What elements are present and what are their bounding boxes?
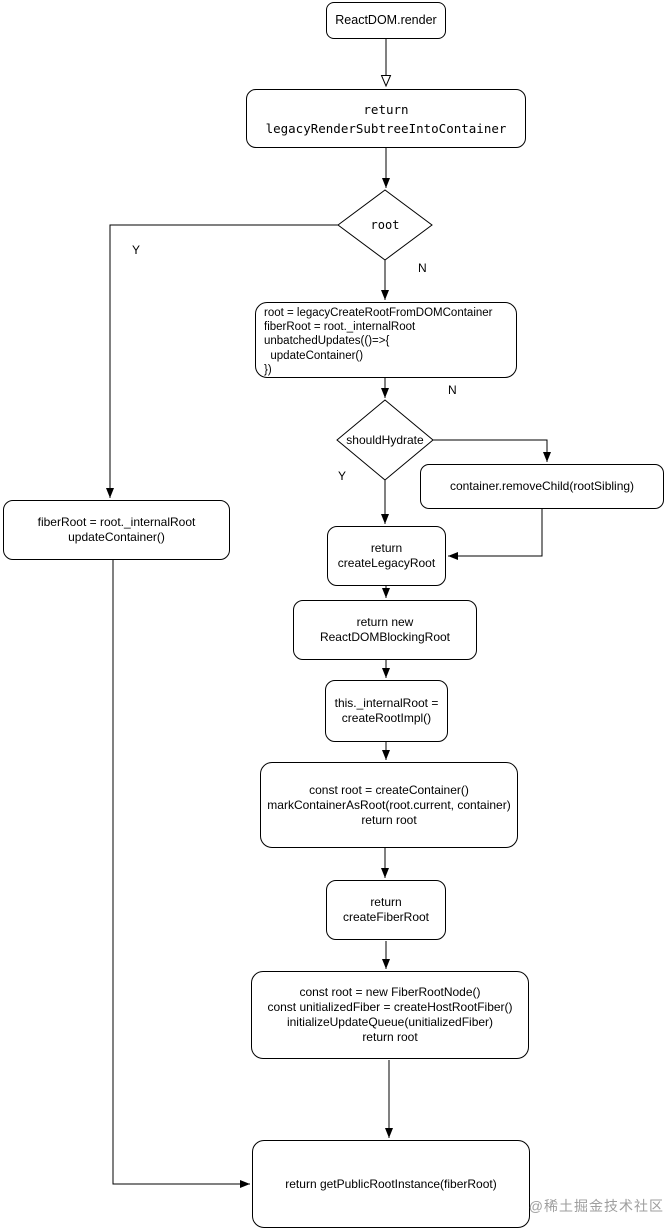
watermark: @稀土掘金技术社区 xyxy=(528,1198,664,1214)
node-create-legacy-root: return createLegacyRoot xyxy=(327,526,446,586)
node-react-dom-blocking-root: return new ReactDOMBlockingRoot xyxy=(293,600,477,660)
edge-updatecontainer-to-getpublicroot xyxy=(112,560,250,1188)
edge-hydrate-no xyxy=(433,439,551,462)
node-legacy-render-subtree: return legacyRenderSubtreeIntoContainer xyxy=(246,89,526,148)
edge-removechild-to-createlegacy xyxy=(448,509,543,560)
node-get-public-root-instance: return getPublicRootInstance(fiberRoot) xyxy=(252,1140,530,1228)
edge-label-root-yes: Y xyxy=(131,243,142,257)
should-hydrate-diamond xyxy=(336,399,434,481)
node-container-remove-child: container.removeChild(rootSibling) xyxy=(420,464,664,509)
node-reactdom-render: ReactDOM.render xyxy=(326,2,446,39)
node-update-container: fiberRoot = root._internalRoot updateCon… xyxy=(3,500,230,560)
node-create-root-impl: this._internalRoot = createRootImpl() xyxy=(325,680,448,742)
edge-label-root-no: N xyxy=(417,261,428,275)
node-fiber-root-node: const root = new FiberRootNode() const u… xyxy=(251,971,529,1059)
edge-label-hydrate-no: N xyxy=(447,383,458,397)
node-create-container: const root = createContainer() markConta… xyxy=(260,762,518,848)
edge-label-hydrate-yes: Y xyxy=(337,469,348,483)
should-hydrate-label: shouldHydrate xyxy=(346,433,424,447)
node-legacy-create-root-code: root = legacyCreateRootFromDOMContainer … xyxy=(255,302,517,378)
root-decision-label: root xyxy=(370,217,400,232)
root-decision-diamond xyxy=(337,189,433,261)
node-create-fiber-root: return createFiberRoot xyxy=(326,880,446,940)
edge-root-yes xyxy=(106,224,338,498)
